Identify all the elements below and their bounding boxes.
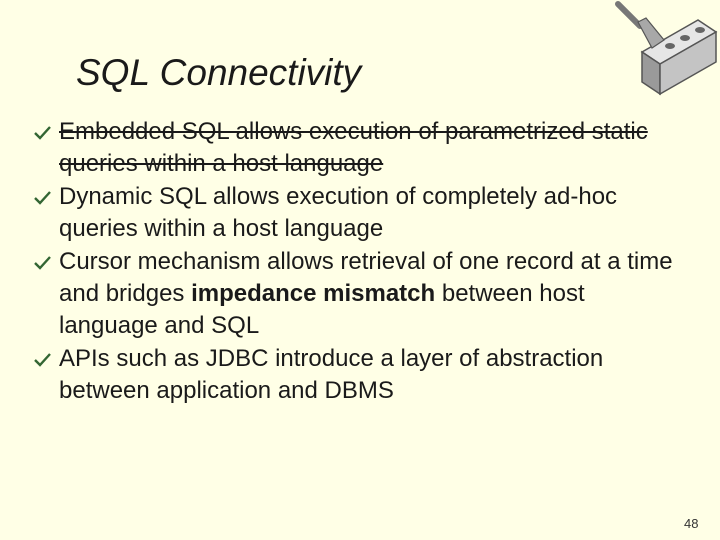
bullet-text: Embedded SQL allows execution of paramet… (59, 118, 648, 177)
checkmark-bullet-icon (34, 191, 51, 205)
trowel-and-brick-icon (615, 1, 718, 96)
bullet-text: APIs such as JDBC introduce a layer of a… (59, 345, 604, 404)
page-number: 48 (684, 516, 699, 531)
bullet-item-embedded-sql: Embedded SQL allows execution of paramet… (34, 116, 684, 180)
bullet-text-start: Cursor mechanism allows retrieval of one… (59, 248, 673, 307)
slide-title: SQL Connectivity (76, 52, 362, 93)
bullet-text: Dynamic SQL allows execution of complete… (59, 183, 618, 242)
checkmark-bullet-icon (34, 126, 51, 140)
bullet-item-apis-jdbc: APIs such as JDBC introduce a layer of a… (34, 343, 684, 407)
checkmark-bullet-icon (34, 353, 51, 367)
bullet-item-dynamic-sql: Dynamic SQL allows execution of complete… (34, 181, 684, 245)
bullet-list: Embedded SQL allows execution of paramet… (34, 116, 684, 408)
bullet-text-bold: impedance mismatch (191, 280, 436, 307)
bullet-item-cursor-mechanism: Cursor mechanism allows retrieval of one… (34, 246, 684, 342)
checkmark-bullet-icon (34, 256, 51, 270)
bullet-text-end: between host language and SQL (59, 280, 585, 339)
